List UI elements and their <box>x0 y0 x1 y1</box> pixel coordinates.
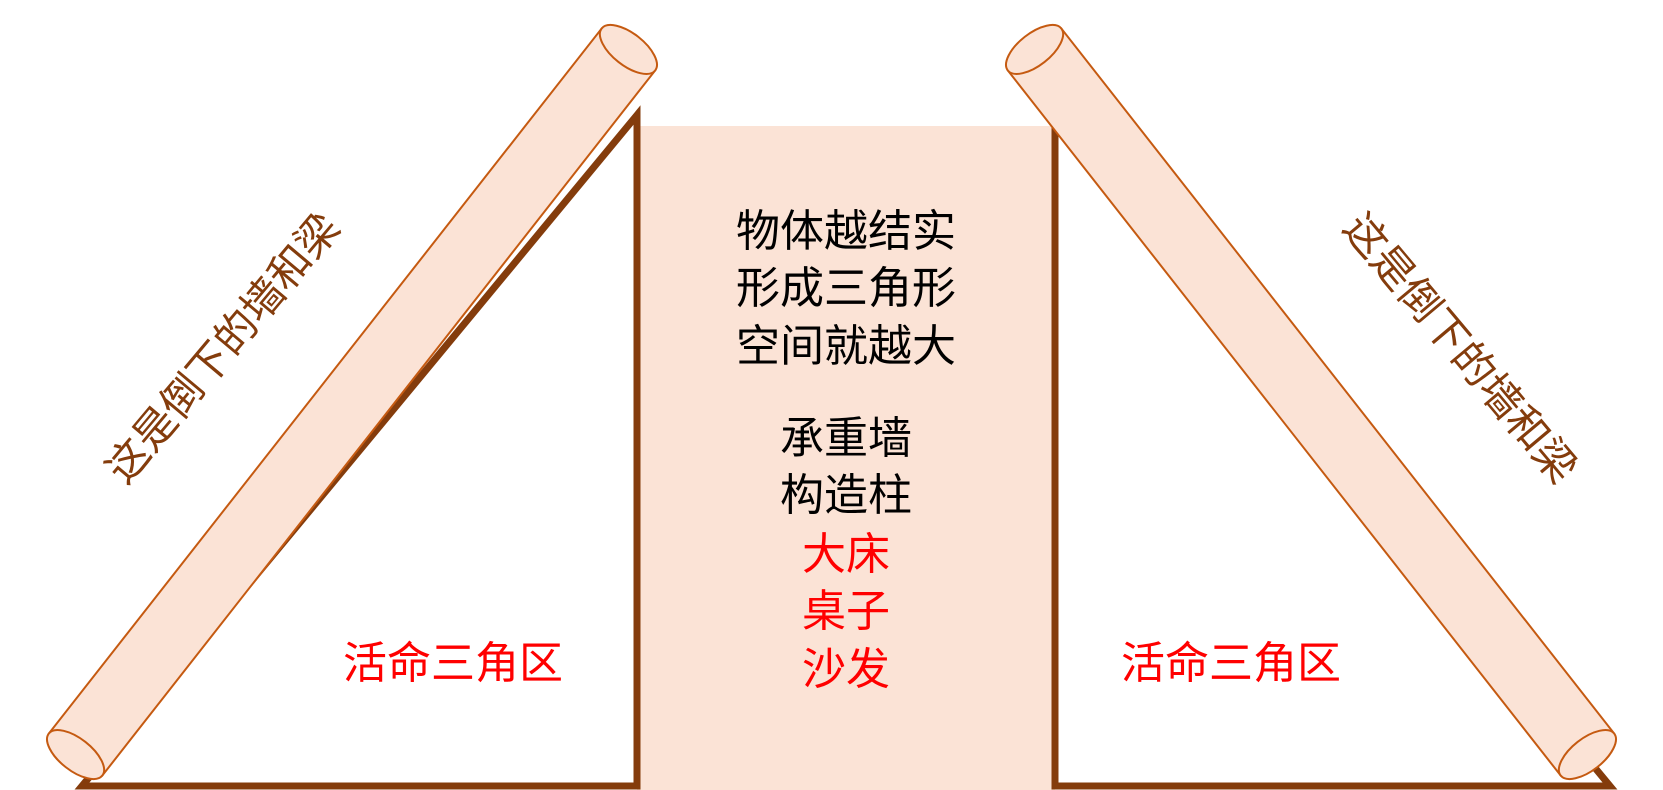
center-line: 物体越结实 <box>736 206 956 257</box>
center-line-red: 桌子 <box>802 586 890 637</box>
center-text-block: 物体越结实 形成三角形 空间就越大 承重墙 构造柱 大床 桌子 沙发 <box>736 206 956 695</box>
left-survival-zone-label: 活命三角区 <box>343 638 563 689</box>
center-line: 形成三角形 <box>736 263 956 314</box>
center-line: 承重墙 <box>780 413 912 464</box>
right-fallen-beam <box>1005 23 1617 781</box>
right-survival-zone-label: 活命三角区 <box>1121 638 1341 689</box>
center-support-pillar <box>637 126 1055 790</box>
center-line-red: 沙发 <box>802 644 890 695</box>
center-line: 构造柱 <box>780 470 912 521</box>
left-fallen-beam <box>46 23 658 781</box>
center-line-red: 大床 <box>802 529 890 580</box>
center-line: 空间就越大 <box>736 321 956 372</box>
